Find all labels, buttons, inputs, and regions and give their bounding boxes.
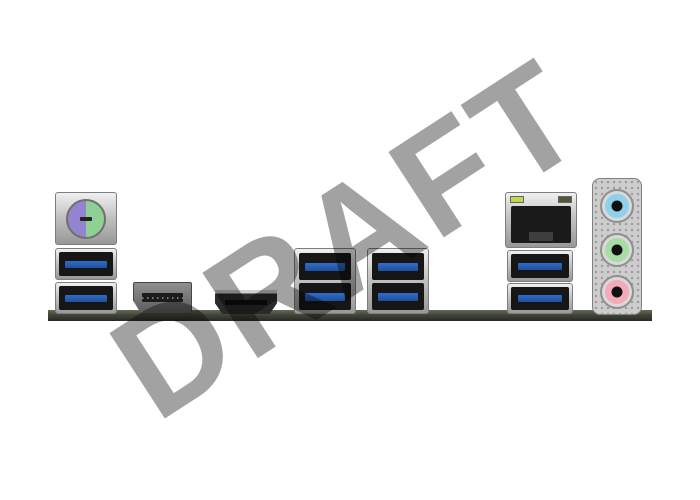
usb-blue-tongue-icon [305,262,345,271]
audio-line-in-jack-icon [600,189,634,223]
displayport [133,282,192,314]
usb-cavity [511,287,569,310]
usb-blue-tongue-icon [65,294,107,302]
usb-cavity [511,254,569,278]
ps2-combo-port [55,192,117,245]
usb3-left-top [55,248,117,280]
rj45-clip-tab [529,232,553,241]
audio-line-out-jack-icon [600,233,634,267]
lan-led-activity-icon [510,196,524,203]
usb-blue-tongue-icon [65,260,107,268]
hdmi-pin-slot [225,300,267,306]
usb3-left-bottom [55,282,117,314]
usb-cavity [59,286,113,310]
audio-jack-panel [592,178,642,315]
audio-mic-jack-icon [600,275,634,309]
lan-led-link-icon [558,196,572,203]
usb3-center-b-bottom [372,283,424,310]
usb-blue-tongue-icon [378,292,418,301]
usb3-dual-block-a [294,248,356,314]
ps2-connector-icon [66,198,106,239]
ps2-key-slot [80,216,92,221]
usb-blue-tongue-icon [378,262,418,271]
usb-blue-tongue-icon [305,292,345,301]
displayport-pin-slot [142,293,183,302]
usb-cavity [59,252,113,276]
ethernet-rj45 [505,192,577,248]
hdmi [215,290,277,314]
pcb-edge [48,310,652,321]
usb-blue-tongue-icon [517,295,563,303]
usb3-center-b-top [372,253,424,280]
rj45-cavity [511,206,571,243]
usb3-center-a-top [299,253,351,280]
usb-blue-tongue-icon [517,262,563,270]
usb3-right-bottom [507,283,573,314]
usb3-right-top [507,250,573,282]
usb3-center-a-bottom [299,283,351,310]
usb3-dual-block-b [367,248,429,314]
